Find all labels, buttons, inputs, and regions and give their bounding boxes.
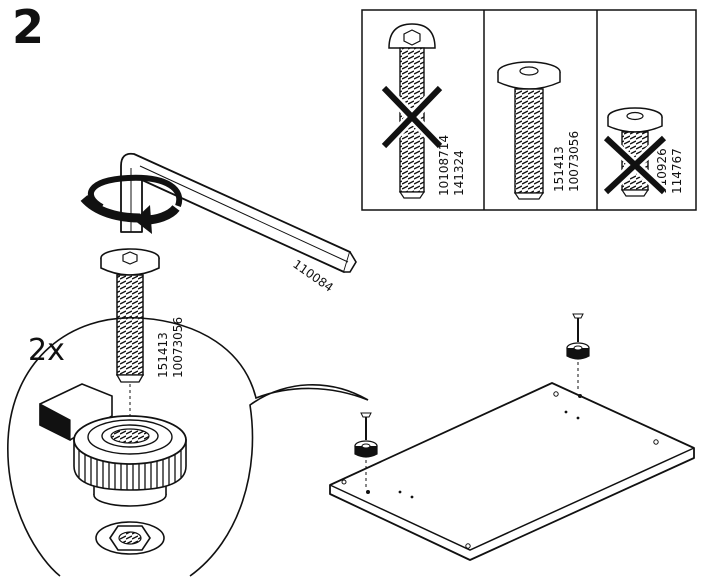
screw-code-2: 10073056 [171, 317, 185, 378]
screw-code-1: 151413 [156, 332, 170, 378]
panel1-code-2: 141324 [452, 150, 466, 196]
small-nut-left [354, 440, 378, 458]
panel1-code-1: 10108714 [437, 135, 451, 196]
step-number: 2 [12, 0, 45, 54]
panel3-code-2: 114767 [670, 148, 684, 194]
small-nut-right [566, 342, 590, 360]
detail-magnifier-bubble [7, 317, 369, 577]
hex-nut-insert [95, 521, 165, 555]
knurled-nut [73, 415, 187, 507]
small-screw-right [572, 313, 584, 392]
small-screw-left [360, 412, 372, 488]
correct-screw [497, 61, 561, 200]
screw-comparison-panel: 10108714 141324 151413 10073056 110926 [361, 9, 697, 211]
cross-mark-icon [602, 133, 668, 197]
cross-mark-icon [380, 84, 444, 150]
clockwise-rotation-icon [80, 174, 183, 234]
panel2-code-1: 151413 [552, 146, 566, 192]
screw-151413 [100, 248, 160, 383]
shelf-panel [329, 382, 695, 561]
panel2-code-2: 10073056 [567, 131, 581, 192]
